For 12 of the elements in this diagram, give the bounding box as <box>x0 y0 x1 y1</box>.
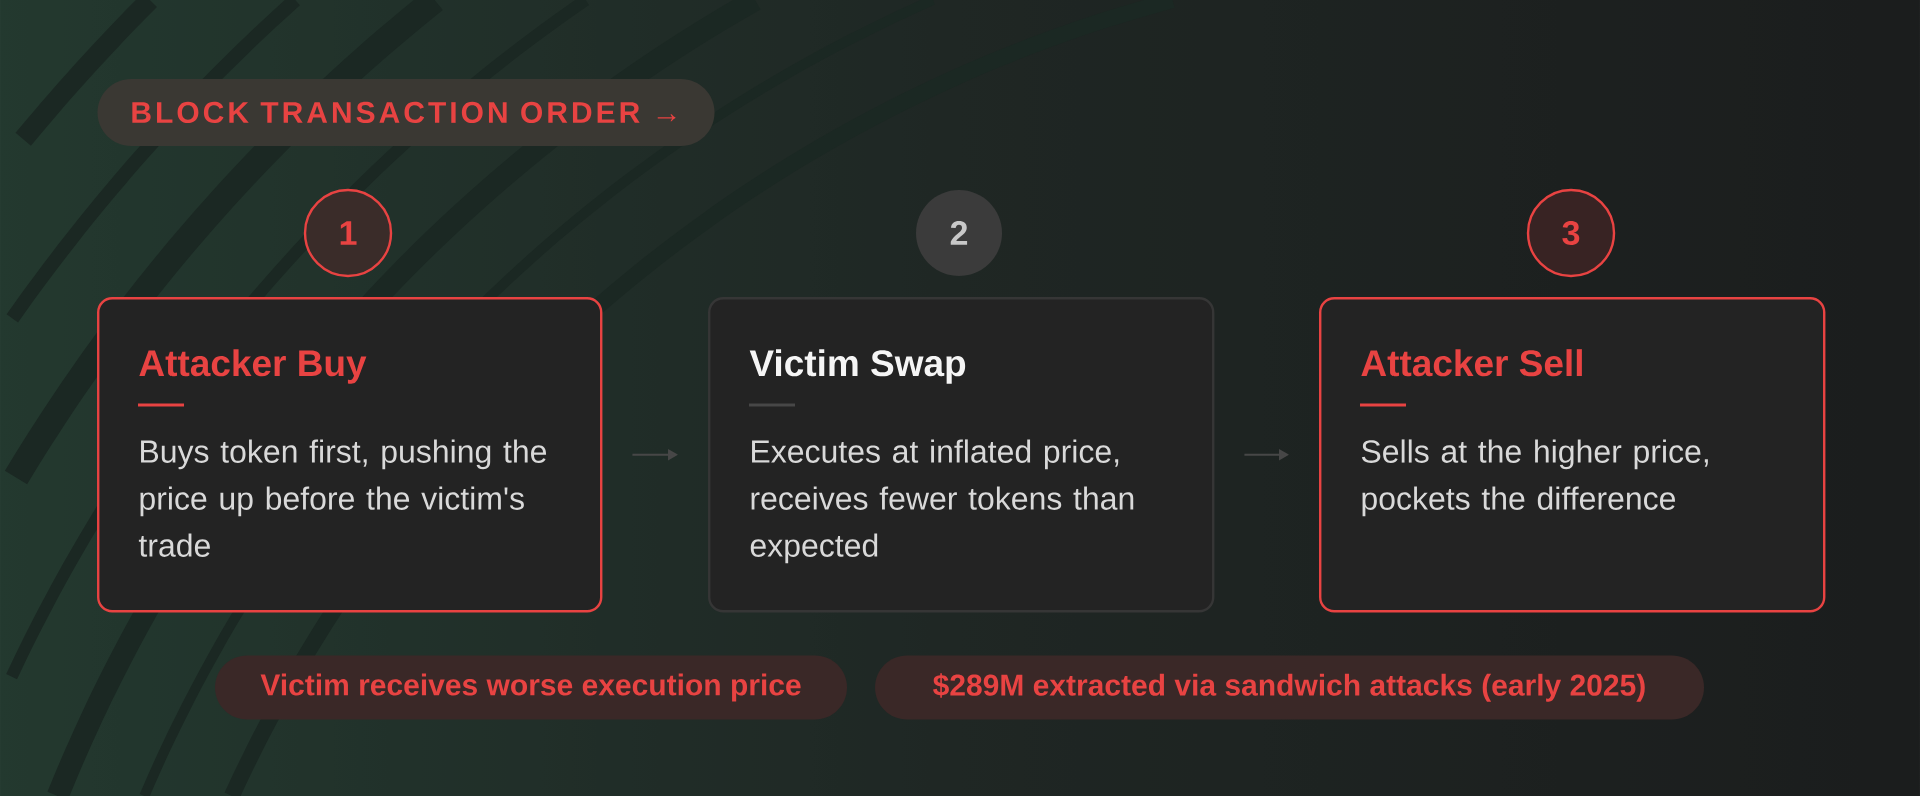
card-text: Executes at inflated price, receives fewer tokens than expected <box>750 439 1134 564</box>
card-title: Attacker Sell <box>1361 349 1582 377</box>
step-card <box>1319 297 1826 613</box>
step-card <box>97 297 603 613</box>
tag-pill: BLOCK TRANSACTION ORDER → <box>97 79 715 146</box>
note-pill: $289M extracted via sandwich attacks (early 2025) <box>875 655 1704 720</box>
card-text: Buys token first, pushing the price up before the victim's trade <box>138 439 547 557</box>
note-pill: Victim receives worse execution price <box>215 655 847 720</box>
card-title: Attacker Buy <box>139 349 367 384</box>
card-title: Victim Swap <box>749 349 966 384</box>
step-card <box>708 297 1215 613</box>
card-text: Sells at the higher price, pockets the difference <box>1361 439 1708 517</box>
